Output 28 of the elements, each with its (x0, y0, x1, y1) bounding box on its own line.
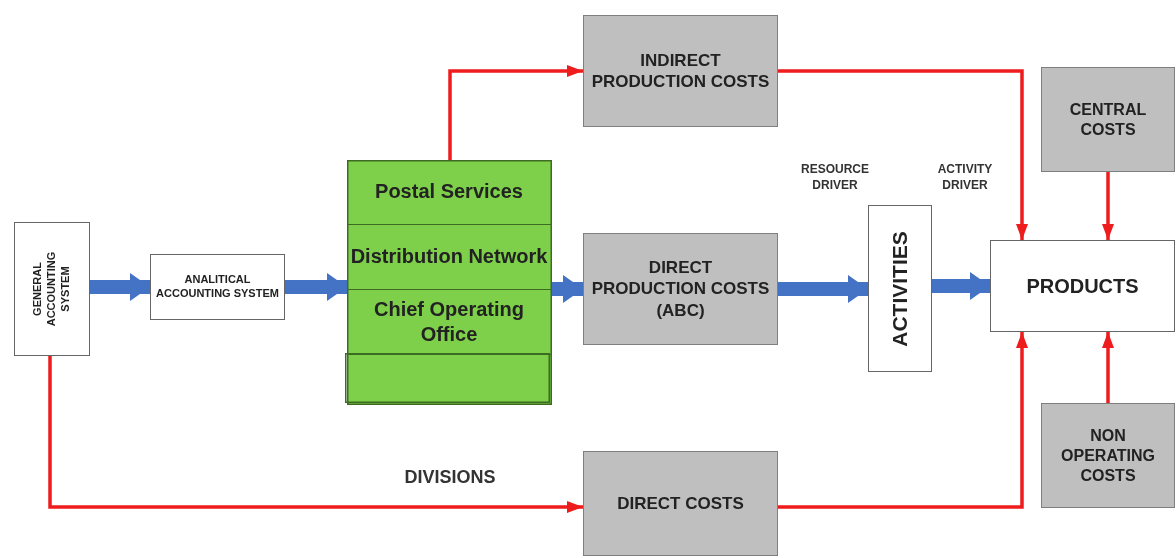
division-cell: Postal Services (346, 159, 552, 225)
annotation-label: RESOURCE DRIVER (800, 162, 870, 194)
annotation-label: DIVISIONS (403, 466, 497, 489)
process-box: PRODUCTS (990, 240, 1175, 332)
arrow (778, 332, 1028, 509)
block-arrow (552, 275, 583, 303)
arrow (1102, 172, 1114, 240)
arrow (1102, 332, 1114, 403)
process-box: ANALITICAL ACCOUNTING SYSTEM (150, 254, 285, 320)
division-cell: Chief Operating Office (346, 289, 552, 355)
cost-box: CENTRAL COSTS (1041, 67, 1175, 172)
division-cell (346, 354, 552, 405)
arrow (448, 65, 583, 160)
block-arrow (778, 275, 868, 303)
cost-box: INDIRECT PRODUCTION COSTS (583, 15, 778, 127)
division-stack (347, 160, 552, 405)
arrow (48, 356, 583, 513)
block-arrow (932, 272, 990, 300)
arrow (778, 69, 1028, 240)
cost-box: NON OPERATING COSTS (1041, 403, 1175, 508)
division-cell: Distribution Network (346, 224, 552, 290)
process-box: ACTIVITIES (868, 205, 932, 372)
annotation-label: ACTIVITY DRIVER (936, 162, 994, 194)
block-arrow (90, 273, 150, 301)
cost-box: DIRECT COSTS (583, 451, 778, 556)
cost-box: DIRECT PRODUCTION COSTS (ABC) (583, 233, 778, 345)
process-box: GENERAL ACCOUNTING SYSTEM (14, 222, 90, 356)
block-arrow (285, 273, 347, 301)
